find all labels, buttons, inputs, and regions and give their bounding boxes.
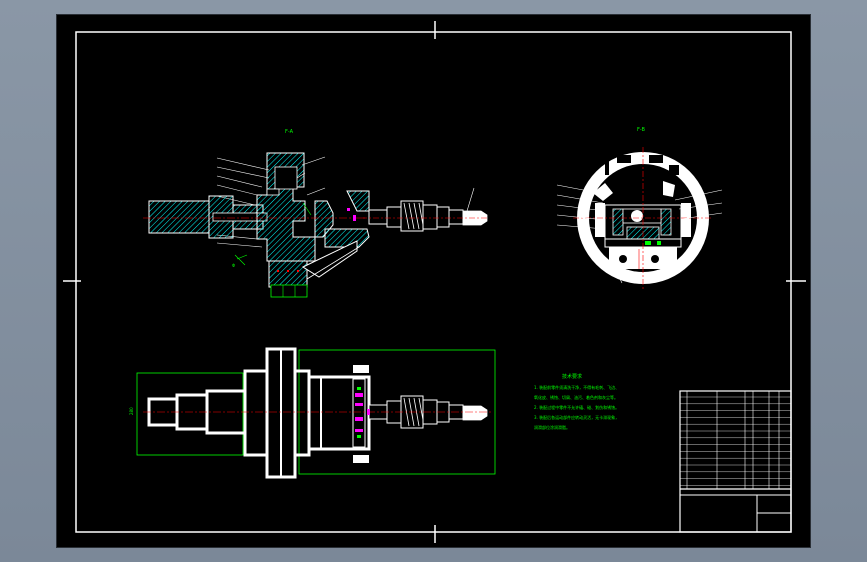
cad-viewport[interactable]: F-A F-B <box>56 14 811 548</box>
section-view-b <box>556 147 723 289</box>
notes-heading: 技术要求 <box>562 373 582 380</box>
notes-line: 氧化皮、锈蚀、切屑、油污、着色剂和灰尘等。 <box>534 394 618 400</box>
notes-line: 润滑部位涂润滑脂。 <box>534 424 570 430</box>
mechanical-drawing: F-A F-B <box>63 21 806 543</box>
top-view: 280 <box>129 347 496 479</box>
section-view-a: Φ <box>143 152 489 298</box>
envelope-dimension: 280 <box>129 407 134 415</box>
technical-notes: 技术要求 1. 装配前零件须清洗干净，不得有毛刺、飞边、 氧化皮、锈蚀、切屑、油… <box>534 373 619 430</box>
title-block <box>679 390 792 533</box>
notes-line: 2. 装配过程中零件不允许磕、碰、划伤和锈蚀。 <box>534 404 619 410</box>
left-section-label: F-A <box>285 129 294 135</box>
svg-text:Φ: Φ <box>232 263 235 268</box>
notes-line: 3. 装配后各运动部件应转动灵活，无卡滞现象， <box>534 414 619 420</box>
notes-line: 1. 装配前零件须清洗干净，不得有毛刺、飞边、 <box>534 384 619 390</box>
right-section-label: F-B <box>637 127 646 133</box>
sheet-frame <box>63 21 806 543</box>
